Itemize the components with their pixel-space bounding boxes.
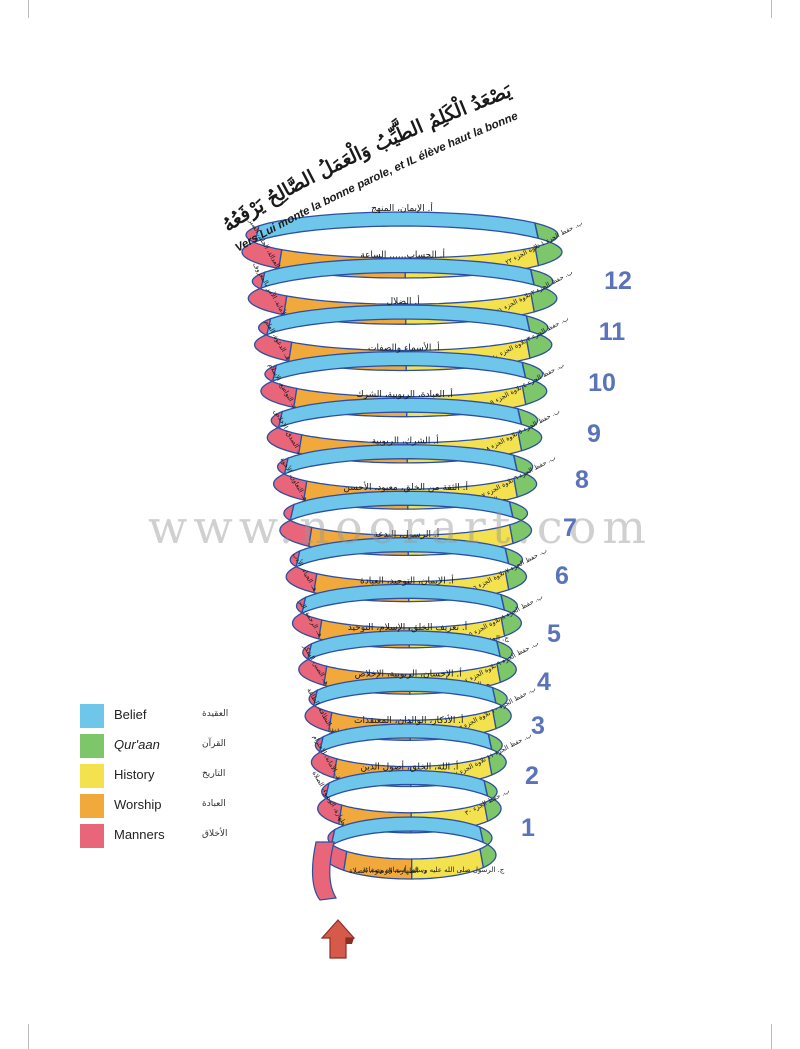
ring-manners-segment xyxy=(266,410,303,455)
ring-manners-segment xyxy=(241,224,283,270)
level-number: 2 xyxy=(525,762,539,790)
level-number: 12 xyxy=(604,267,632,295)
legend-label: Belief xyxy=(114,707,147,722)
level-belief-label: أ. الإيمان، المنهج xyxy=(371,202,433,214)
ring-manners-segment xyxy=(317,781,343,825)
legend-label-arabic: العقيدة xyxy=(202,709,229,719)
level-belief-label: أ. الإحسان، الربوبية، الإخلاص xyxy=(355,667,462,679)
level-belief-label: أ. تعريف الخلق، الإسلام، التوحيد xyxy=(348,621,468,633)
level-belief-label: أ. الأسماء والصفات xyxy=(368,342,440,354)
ring-worship-segment xyxy=(343,850,413,880)
ring-manners-segment xyxy=(285,549,318,594)
level-number: 5 xyxy=(547,620,561,648)
crop-mark-top-left xyxy=(28,0,29,18)
spiral-tail xyxy=(311,841,337,901)
legend-swatch xyxy=(80,794,104,818)
legend-label: Manners xyxy=(114,827,165,842)
watermark-text: www.noorart.com xyxy=(148,500,652,554)
ring-manners-segment xyxy=(291,596,323,640)
verse-arabic-path: إِلَيْهِ يَصْعَدُ الْكَلِمُ الطَّيِّبُ و… xyxy=(0,0,515,236)
ring-manners-segment xyxy=(247,271,288,316)
legend-label: Qur'aan xyxy=(114,737,160,752)
level-belief-label: أ. الله، الخلق، أصول الدين xyxy=(360,761,458,773)
legend-label-arabic: الأخلاق xyxy=(202,829,228,839)
level-belief-label: أ. الرسول، البدعة xyxy=(373,528,439,540)
level-number: 6 xyxy=(555,562,569,590)
ring-manners-segment xyxy=(304,689,333,733)
legend-label-arabic: القرآن xyxy=(202,739,226,749)
crop-mark-top-right xyxy=(771,0,772,18)
level-number: 3 xyxy=(531,712,545,740)
legend-label: History xyxy=(114,767,155,782)
ring-manners-segment xyxy=(310,735,338,779)
up-arrow-icon xyxy=(320,919,356,959)
level-number: 9 xyxy=(587,420,601,448)
level-number: 10 xyxy=(588,369,616,397)
verse-arabic: إِلَيْهِ يَصْعَدُ الْكَلِمُ الطَّيِّبُ و… xyxy=(0,0,515,236)
ring-manners-segment xyxy=(272,456,308,501)
level-belief-label: أ. الإيمان، التوحيد، العبادة xyxy=(360,574,454,586)
level-number: 7 xyxy=(563,514,577,542)
level-belief-label: أ. الثقة من الخلق، معبود، الأحسن xyxy=(343,481,468,493)
ring-history-segment xyxy=(411,848,485,880)
crop-mark-bottom-right xyxy=(771,1024,772,1049)
level-number: 4 xyxy=(537,668,551,696)
legend-label-arabic: العبادة xyxy=(202,799,226,809)
legend-label-arabic: التاريخ xyxy=(202,769,226,779)
ring-manners-segment xyxy=(260,364,298,409)
spiral-level-14: ج. الرسول صلى الله عليه وسلم، أسماؤه وصف… xyxy=(323,816,505,880)
legend-swatch xyxy=(80,824,104,848)
legend-swatch xyxy=(80,764,104,788)
level-belief-label: أ. الشرك، الربوبية xyxy=(372,435,439,447)
level-number: 11 xyxy=(598,318,626,346)
level-worship-label: د. الطهارة، الوضوء، الصلاة xyxy=(349,867,426,875)
ring-manners-segment xyxy=(253,317,293,362)
level-history-label: ج. الرسول صلى الله عليه وسلم، أسماؤه وصف… xyxy=(363,865,505,874)
level-number: 8 xyxy=(575,466,589,494)
legend-swatch xyxy=(80,704,104,728)
level-belief-label: أ. الأذكار، الوالدان، المعتقدات xyxy=(354,714,464,726)
legend-swatch xyxy=(80,734,104,758)
crop-mark-bottom-left xyxy=(28,1024,29,1049)
level-belief-label: أ. الحساب...... الساعة xyxy=(360,249,445,261)
ring-manners-segment xyxy=(298,642,328,687)
ring-manners-segment xyxy=(279,503,313,548)
legend-label: Worship xyxy=(114,797,162,812)
level-number: 1 xyxy=(521,814,535,842)
level-belief-label: أ. الضلال xyxy=(387,295,420,307)
level-belief-label: أ. العبادة، الربوبية، الشرك xyxy=(356,388,453,400)
